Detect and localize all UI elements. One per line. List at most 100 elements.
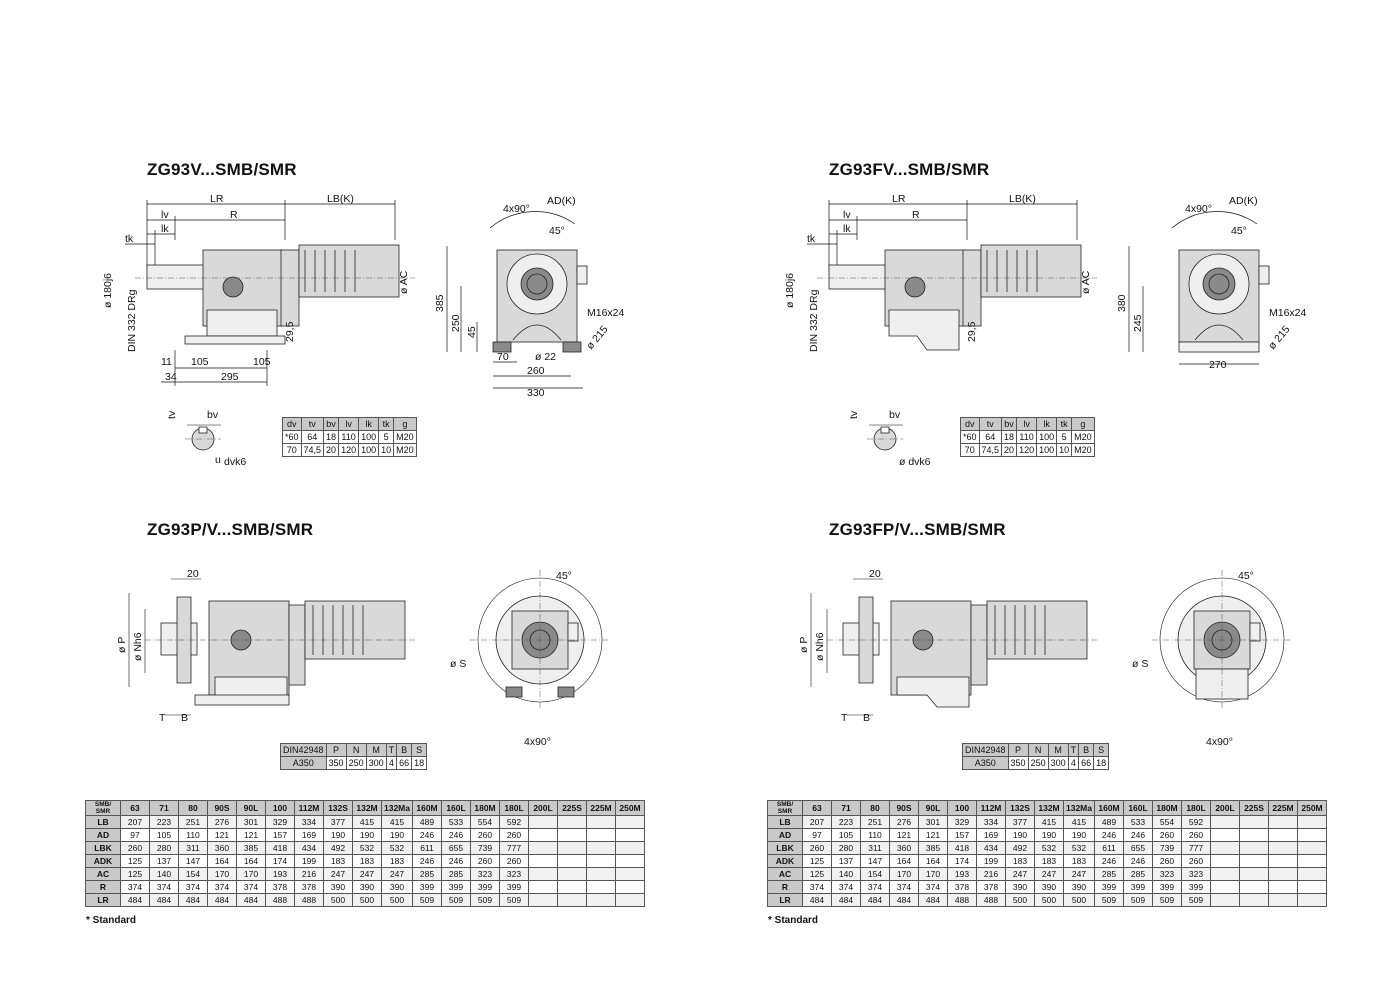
table-cell <box>1210 854 1240 868</box>
table-cell <box>615 854 645 868</box>
row-label: LBK <box>85 841 121 855</box>
table-header: 132Ma <box>1063 800 1095 816</box>
dim-b: B <box>863 712 870 724</box>
table-cell: 5 <box>378 430 395 444</box>
table-header: lk <box>1036 417 1058 431</box>
table-cell <box>1268 880 1298 894</box>
table-cell: 385 <box>918 841 948 855</box>
table-cell: 207 <box>802 815 832 829</box>
row-label: ADK <box>767 854 803 868</box>
dim-tk: tk <box>125 233 134 245</box>
table-cell: 251 <box>178 815 208 829</box>
dim-29-5: 29,5 <box>284 321 296 342</box>
table-cell: 285 <box>441 867 471 881</box>
dim-295: 295 <box>221 371 239 383</box>
table-cell: 484 <box>889 893 919 907</box>
table-cell: 64 <box>300 430 325 444</box>
table-cell: 110 <box>178 828 208 842</box>
table-cell: *60 <box>960 430 980 444</box>
dim-22: ø 22 <box>535 351 556 363</box>
table-cell: 492 <box>323 841 353 855</box>
table-cell <box>1210 893 1240 907</box>
dim-lv: lv <box>843 209 851 221</box>
table-row: A350 350 250 300 4 66 18 <box>280 756 428 770</box>
table-cell <box>586 867 616 881</box>
dim-r: R <box>230 209 238 221</box>
table-cell: M20 <box>1071 443 1095 457</box>
table-cell: 488 <box>947 893 977 907</box>
table-cell: 223 <box>831 815 861 829</box>
table-header: 63 <box>802 800 832 816</box>
table-row: dv tv bv lv lk tk g <box>282 417 417 431</box>
table-cell: 250 <box>1027 756 1049 770</box>
drawing-side-view-v: LR LB(K) lv R lk tk ø 180j6 DIN 332 DRg … <box>102 193 415 386</box>
dim-70: 70 <box>497 351 509 363</box>
table-header: 80 <box>860 800 890 816</box>
dim-lk: lk <box>843 223 851 235</box>
table-cell: 532 <box>1034 841 1064 855</box>
dim-385: 385 <box>434 294 446 312</box>
table-header: lv <box>338 417 360 431</box>
table-header: 80 <box>178 800 208 816</box>
table-cell <box>615 893 645 907</box>
table-cell <box>557 841 587 855</box>
table-cell: 418 <box>947 841 977 855</box>
table-row: A350 350 250 300 4 66 18 <box>962 756 1110 770</box>
dim-nh6: ø Nh6 <box>814 632 826 661</box>
table-cell: 374 <box>149 880 179 894</box>
table-cell: 554 <box>1152 815 1182 829</box>
table-cell: 247 <box>352 867 382 881</box>
table-cell: 190 <box>323 828 353 842</box>
table-cell <box>1297 841 1327 855</box>
table-cell <box>1297 880 1327 894</box>
table-cell: 223 <box>149 815 179 829</box>
table-cell: 260 <box>1152 828 1182 842</box>
table-cell <box>1297 854 1327 868</box>
table-cell: 276 <box>889 815 919 829</box>
dim-330: 330 <box>527 387 545 399</box>
table-cell <box>557 815 587 829</box>
table-cell: 484 <box>149 893 179 907</box>
table-cell: 500 <box>381 893 413 907</box>
table-cell: 399 <box>1181 880 1211 894</box>
table-cell: 190 <box>381 828 413 842</box>
table-cell: 64 <box>978 430 1003 444</box>
table-cell: 300 <box>1047 756 1069 770</box>
table-cell: 360 <box>207 841 237 855</box>
table-cell: 157 <box>947 828 977 842</box>
table-header: P <box>1007 743 1029 757</box>
table-header: DIN42948 <box>962 743 1009 757</box>
table-cell: 374 <box>831 880 861 894</box>
table-cell: 247 <box>381 867 413 881</box>
table-cell: 350 <box>1007 756 1029 770</box>
row-label: AC <box>85 867 121 881</box>
table-cell: 374 <box>889 880 919 894</box>
table-cell: 311 <box>860 841 890 855</box>
table-cell: 301 <box>236 815 266 829</box>
table-cell: 415 <box>1034 815 1064 829</box>
dim-lbk: LB(K) <box>1009 193 1036 205</box>
table-cell: 246 <box>412 828 442 842</box>
title-zg93pv: ZG93P/V...SMB/SMR <box>147 520 314 539</box>
row-label: LBK <box>767 841 803 855</box>
table-header: 71 <box>149 800 179 816</box>
table-cell <box>1297 867 1327 881</box>
table-cell <box>528 867 558 881</box>
table-cell: 247 <box>323 867 353 881</box>
table-corner-header: SMB/SMR <box>85 800 121 816</box>
table-header: tk <box>378 417 395 431</box>
table-cell: 154 <box>178 867 208 881</box>
dim-m16: M16x24 <box>587 307 625 319</box>
dim-adk: AD(K) <box>547 195 576 207</box>
table-cell: 390 <box>323 880 353 894</box>
table-cell: 300 <box>365 756 387 770</box>
table-cell <box>1297 893 1327 907</box>
table-cell <box>528 880 558 894</box>
table-cell: 169 <box>294 828 324 842</box>
table-cell: A350 <box>280 756 327 770</box>
dim-105b: 105 <box>253 356 271 368</box>
table-header: 200L <box>528 800 558 816</box>
